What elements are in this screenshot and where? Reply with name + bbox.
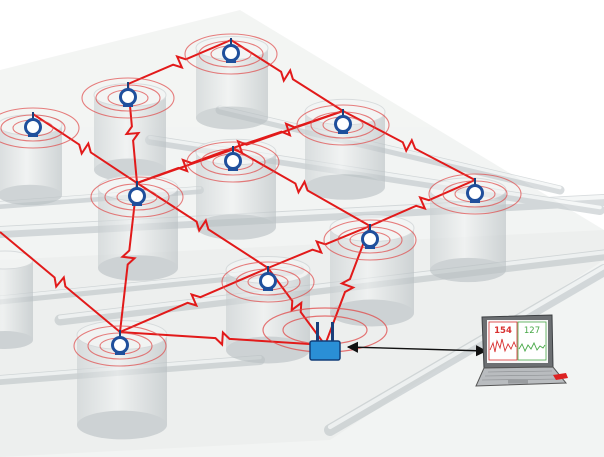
- screen-value-left: 154: [494, 326, 512, 336]
- tank-body: [0, 260, 33, 340]
- wireless-sensor-node: [0, 107, 80, 149]
- mesh-nodes: [0, 33, 522, 367]
- signal-ring: [221, 261, 315, 303]
- mesh-links: [0, 39, 476, 347]
- signal-ring: [428, 173, 522, 215]
- signal-ring: [186, 141, 280, 183]
- gateway-antenna: [316, 322, 319, 344]
- laptop-computer: 154 127: [475, 314, 568, 387]
- sensor-base-icon: [123, 103, 133, 107]
- gateway-antenna: [331, 322, 334, 344]
- laptop-usb-dongle: [553, 373, 568, 380]
- signal-ring: [296, 104, 390, 146]
- sensor-base-icon: [365, 245, 375, 249]
- wireless-sensor-node: [90, 176, 184, 218]
- mesh-link: [119, 330, 326, 347]
- sensor-icon: [119, 88, 137, 106]
- signal-ring: [90, 176, 184, 218]
- sensor-base-icon: [263, 287, 273, 291]
- mesh-link: [136, 182, 269, 269]
- sensor-icon: [128, 187, 146, 205]
- mesh-link: [267, 225, 371, 269]
- gateway-device: [262, 307, 388, 361]
- sensor-icon: [334, 115, 352, 133]
- sensor-icon: [24, 118, 42, 136]
- sensor-icon: [111, 336, 129, 354]
- mesh-link: [136, 110, 344, 184]
- pipe: [215, 105, 565, 195]
- mesh-link: [230, 39, 344, 112]
- signal-ring: [323, 219, 417, 261]
- sensor-icon: [259, 272, 277, 290]
- screen-panel-left: [488, 321, 518, 361]
- sensor-base-icon: [226, 59, 236, 63]
- tank-body: [430, 190, 506, 270]
- wireless-sensor-node: [323, 219, 417, 261]
- screen-trend-right: [518, 341, 546, 353]
- screen-value-right: 127: [524, 326, 540, 336]
- sensor-base-icon: [132, 202, 142, 206]
- mesh-link: [232, 147, 371, 227]
- wireless-sensor-node: [428, 173, 522, 215]
- wireless-sensor-node: [186, 141, 280, 183]
- mesh-link: [124, 83, 141, 184]
- wireless-sensor-node: [221, 261, 315, 303]
- laptop-touchpad: [508, 380, 528, 384]
- mesh-link: [119, 267, 269, 333]
- mesh-link: [119, 182, 138, 333]
- signal-ring: [73, 325, 167, 367]
- screen-panel-right: [517, 321, 547, 361]
- wireless-sensor-node: [296, 104, 390, 146]
- screen-trend-left: [489, 338, 517, 353]
- sensor-base-icon: [115, 351, 125, 355]
- sensor-icon: [224, 152, 242, 170]
- mesh-link: [324, 225, 371, 346]
- sensor-base-icon: [228, 167, 238, 171]
- mesh-link: [369, 179, 476, 227]
- signal-ring: [81, 77, 175, 119]
- signal-ring: [0, 107, 80, 149]
- mesh-link: [0, 231, 121, 333]
- mesh-link: [136, 147, 234, 184]
- sensor-icon: [222, 44, 240, 62]
- mesh-link: [127, 39, 232, 85]
- sensor-base-icon: [28, 133, 38, 137]
- wireless-sensor-node: [184, 33, 278, 75]
- sensor-icon: [361, 230, 379, 248]
- sensor-base-icon: [338, 130, 348, 134]
- sensor-icon: [466, 184, 484, 202]
- mesh-link: [342, 110, 476, 181]
- gateway-box: [309, 340, 341, 361]
- wireless-sensor-node: [81, 77, 175, 119]
- sensor-base-icon: [470, 199, 480, 203]
- signal-ring: [184, 33, 278, 75]
- gateway-laptop-link: [346, 341, 488, 357]
- wireless-sensor-node: [73, 325, 167, 367]
